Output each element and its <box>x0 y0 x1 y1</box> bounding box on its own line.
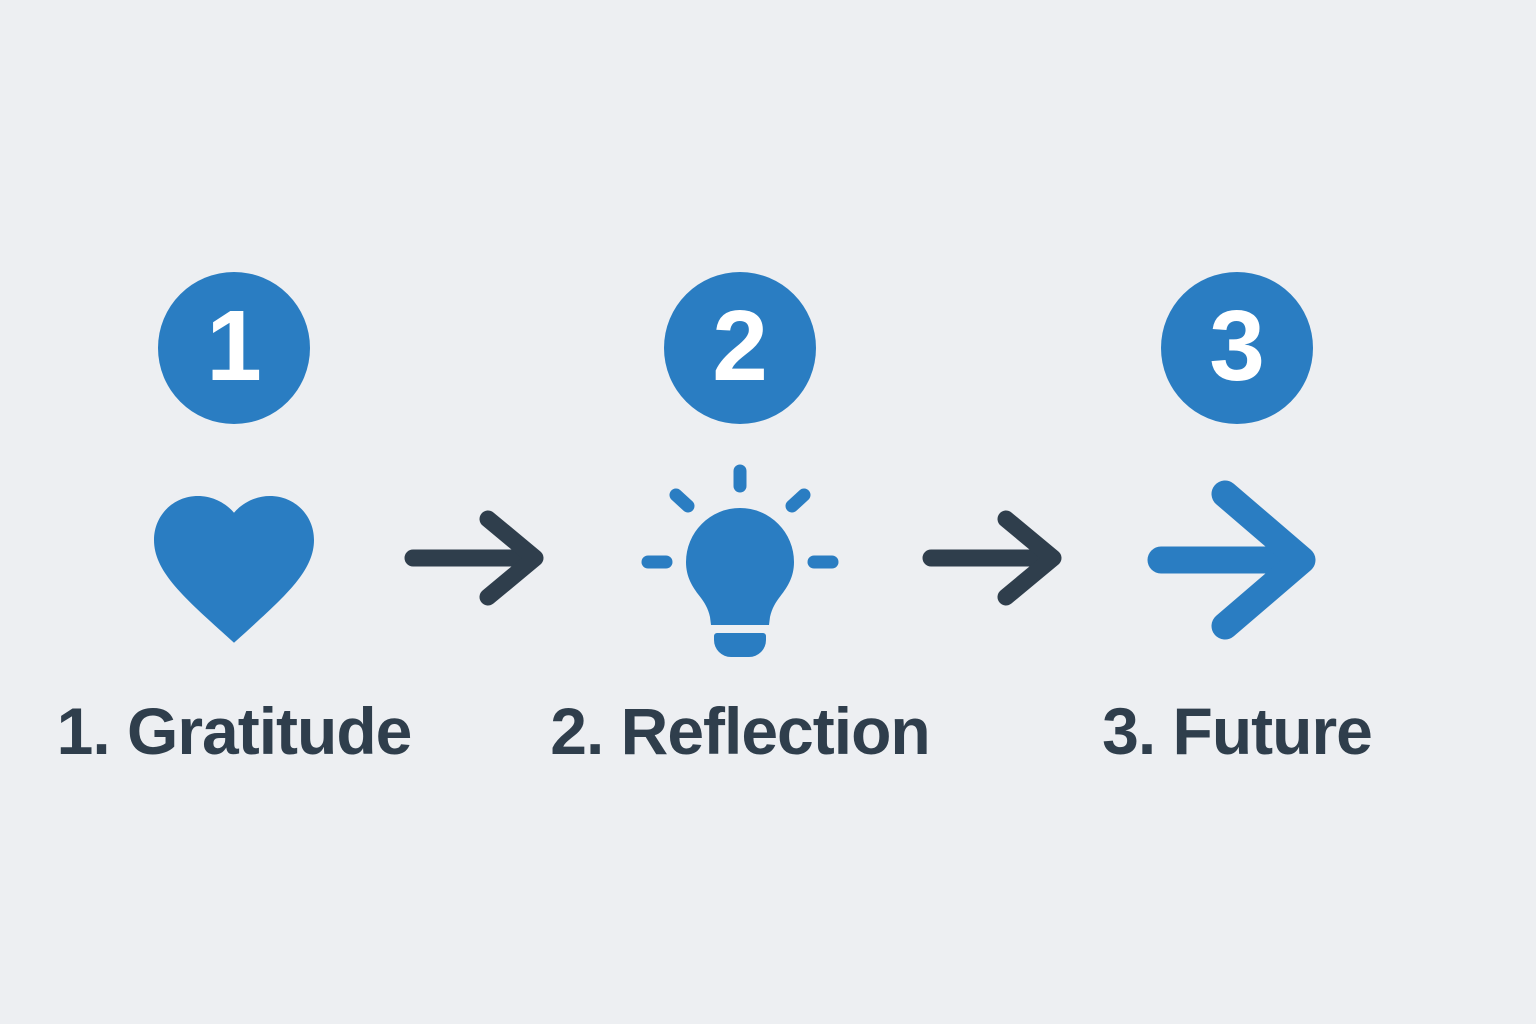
step-label: 1. Gratitude <box>56 694 413 768</box>
step-label: 2. Reflection <box>550 694 930 768</box>
step-number-badge: 2 <box>664 272 816 424</box>
step-number: 3 <box>1209 290 1265 402</box>
connector-arrow-right-icon <box>402 508 546 608</box>
step-number: 2 <box>712 290 768 402</box>
step-number-badge: 3 <box>1161 272 1313 424</box>
heart-icon <box>124 460 344 660</box>
step-number: 1 <box>206 290 262 402</box>
connector-arrow-right-icon <box>920 508 1064 608</box>
step-column-gratitude: 1 1. Gratitude <box>24 272 444 764</box>
step-column-future: 3 3. Future <box>1027 272 1447 764</box>
arrow-right-icon <box>1127 460 1347 660</box>
step-number-badge: 1 <box>158 272 310 424</box>
lightbulb-icon <box>630 460 850 660</box>
step-label: 3. Future <box>1102 694 1373 768</box>
step-column-reflection: 2 2. Reflection <box>530 272 950 764</box>
